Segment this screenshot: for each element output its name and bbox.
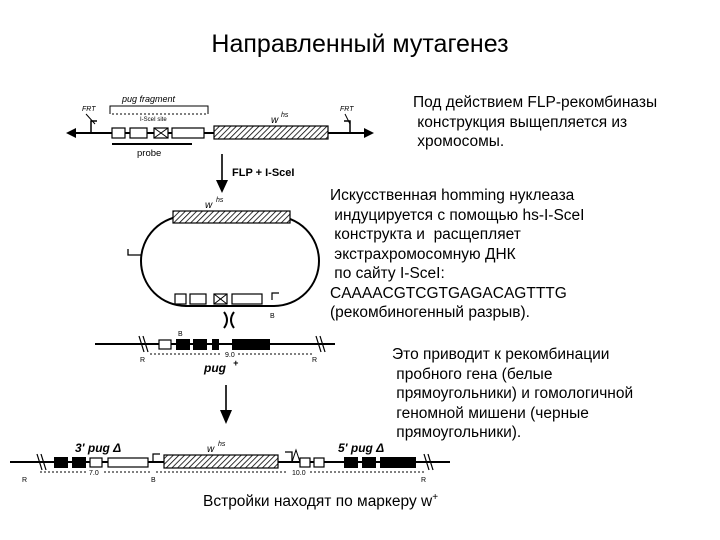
- frt-right-pointer: [344, 113, 351, 125]
- genomic-b-label: B: [178, 331, 183, 338]
- flp-iscei-label: FLP + I-SceI: [232, 167, 294, 179]
- genomic-r-left: R: [140, 357, 145, 364]
- frt-left-arrow: [66, 128, 76, 138]
- pug3-label: 3' pug Δ: [75, 441, 121, 455]
- pug-fragment-label: pug fragment: [121, 94, 176, 104]
- iscei-site-label: I-SceI site: [140, 117, 167, 123]
- pug-fragment-bracket: [109, 105, 209, 114]
- frt-left-pointer: [85, 113, 96, 125]
- result-white-3: [299, 457, 311, 468]
- pug-plus-label: pug: [203, 361, 227, 375]
- page-title: Направленный мутагенез: [211, 30, 509, 58]
- genomic-exon-4: [232, 339, 270, 350]
- result-exon-5: [380, 457, 416, 468]
- result-exon-4: [362, 457, 376, 468]
- probe-exon-3: [171, 127, 205, 139]
- excised-circle: w hs B: [127, 197, 320, 320]
- frt-right-arrow: [364, 128, 374, 138]
- marker-note-text: Встройки находят по маркеру w: [203, 493, 433, 511]
- result-exon-1: [54, 457, 68, 468]
- promoter-right: [344, 120, 351, 133]
- homing-note: Искусственная homming нуклеаза индуцируе…: [330, 187, 585, 321]
- result-white-1: [89, 457, 103, 468]
- frt-right-label: FRT: [340, 106, 354, 113]
- result-promoter: [285, 451, 293, 462]
- circle-exon-3: [231, 293, 263, 305]
- circle-promoter-right: [271, 292, 279, 300]
- size-9-label: 9.0: [225, 352, 235, 359]
- result-white-4: [313, 457, 325, 468]
- result-w-label: w: [207, 444, 215, 455]
- genomic-r-right: R: [312, 357, 317, 364]
- recomb-note: Это приводит к рекомбинации пробного ген…: [392, 346, 634, 441]
- result-hs-label: hs: [218, 441, 226, 448]
- circle-hs-label: hs: [216, 197, 224, 204]
- genomic-exon-3: [212, 339, 219, 350]
- arrow-1: FLP + I-SceI: [216, 154, 294, 193]
- white-hs-marker: [213, 125, 329, 140]
- marker-note: Встройки находят по маркеру w+: [203, 488, 438, 512]
- probe-exon-1: [111, 127, 126, 139]
- genomic-white-box: [158, 339, 172, 350]
- hs-label: hs: [281, 112, 289, 119]
- circle-promoter-left: [127, 249, 141, 256]
- recombinant-result: 3' pug Δ w hs 5' pug Δ 7.0 10.0 R B R: [10, 441, 450, 484]
- pug5-label: 5' pug Δ: [338, 441, 384, 455]
- frt-left-label: FRT: [82, 106, 96, 113]
- result-r-right: R: [421, 477, 426, 484]
- w-label: w: [271, 115, 279, 126]
- probe-exon-2: [129, 127, 148, 139]
- result-r-left: R: [22, 477, 27, 484]
- genomic-exon-1: [176, 339, 190, 350]
- construct: FRT FRT pug fragment I-SceI site probe w…: [66, 94, 374, 159]
- circle-white-marker: [172, 210, 291, 224]
- circle-exon-2: [189, 293, 207, 305]
- genomic-target: R R B 9.0 pug +: [95, 331, 335, 375]
- result-exon-3: [344, 457, 358, 468]
- probe-label: probe: [137, 148, 161, 159]
- crossover-mark: [223, 311, 235, 329]
- result-b-label: B: [151, 477, 156, 484]
- marker-note-sup: +: [432, 492, 439, 503]
- circle-w-label: w: [205, 200, 213, 211]
- circle-b-label: B: [270, 313, 275, 320]
- result-exon-2: [72, 457, 86, 468]
- result-white-marker: [163, 454, 279, 469]
- arrow-2: [220, 385, 232, 424]
- result-white-2: [107, 457, 149, 468]
- genomic-exon-2: [193, 339, 207, 350]
- size-10-label: 10.0: [292, 470, 306, 477]
- flp-note: Под действием FLP-рекомбиназы конструкци…: [413, 94, 658, 150]
- circle-exon-1: [174, 293, 187, 305]
- size-7-label: 7.0: [89, 470, 99, 477]
- circular-dna: [140, 215, 320, 307]
- pug-plus-sup: +: [233, 358, 239, 368]
- promoter-left: [90, 120, 97, 133]
